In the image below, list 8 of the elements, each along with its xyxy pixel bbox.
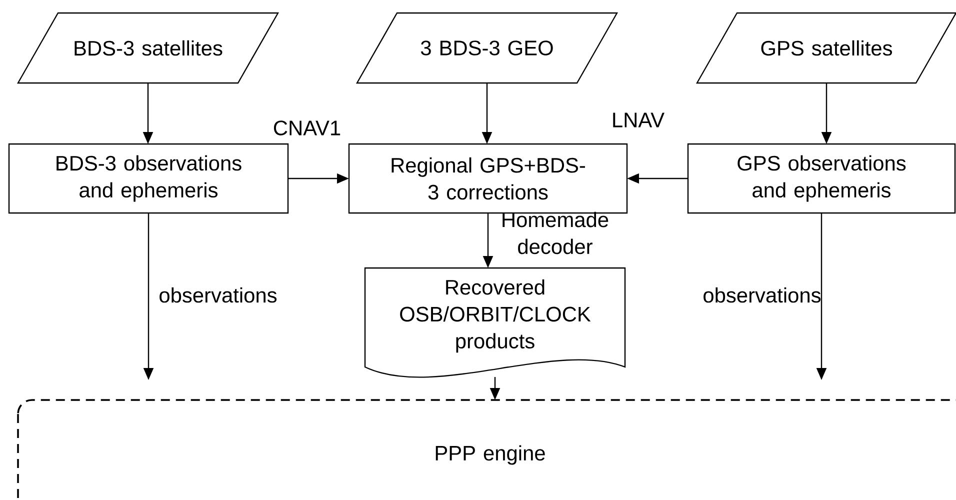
edge-label: LNAV [613, 112, 664, 128]
edge-label: observations [704, 287, 821, 303]
edge-label: Homemade decoder [502, 212, 608, 254]
process-box: BDS-3 observations and ephemeris [8, 143, 289, 214]
process-box: PPP engine [17, 399, 956, 500]
edge-label: observations [160, 287, 277, 303]
process-box: GPS observations and ephemeris [687, 143, 956, 214]
edge-label: CNAV1 [274, 120, 340, 136]
